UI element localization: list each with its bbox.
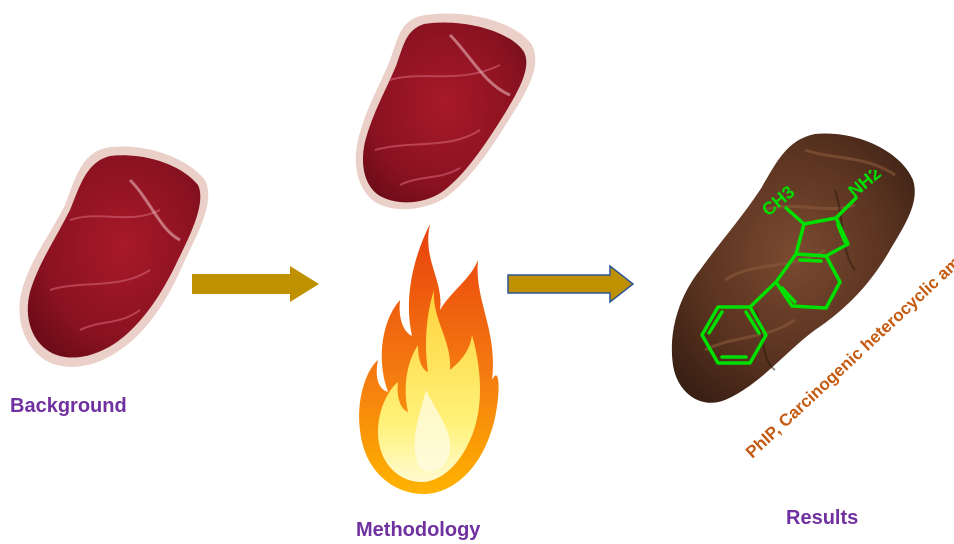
stage-label-background: Background (10, 395, 127, 418)
process-arrow (506, 264, 636, 304)
stage-label-results: Results (786, 507, 858, 530)
amine-group-label: NH2 (844, 170, 884, 201)
raw-steak-image (350, 10, 540, 215)
process-arrow (190, 264, 322, 304)
raw-steak-image (10, 140, 215, 375)
fire-icon (352, 220, 502, 498)
stage-label-methodology: Methodology (356, 519, 480, 542)
